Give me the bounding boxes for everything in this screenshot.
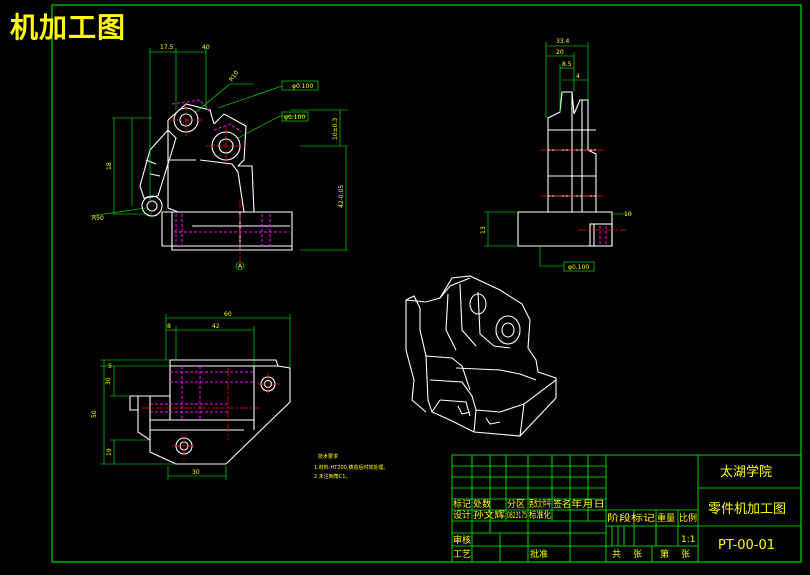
stage-header: 阶段标记 bbox=[607, 512, 655, 524]
designer-name: 孙文辉 bbox=[473, 509, 505, 521]
process-label: 工艺 bbox=[453, 549, 471, 560]
student-id: 0823175 bbox=[507, 511, 527, 521]
drawing-name: 零件机加工图 bbox=[708, 502, 786, 517]
sheet-border bbox=[51, 4, 802, 563]
dim-top-5: 50 bbox=[91, 410, 98, 418]
dim-front-4: φ0.100 bbox=[284, 114, 305, 121]
notes-line-2: 2.未注倒角C1。 bbox=[314, 473, 350, 480]
dim-top-3: 5 bbox=[108, 363, 112, 370]
sheet-total: 共张 bbox=[612, 549, 642, 560]
front-view: 17.5 40 R10 φ0.100 φ0.100 R50 18 10±0.3 … bbox=[89, 44, 348, 271]
front-view-centerlines bbox=[170, 104, 246, 262]
dim-front-7: 10±0.3 bbox=[332, 118, 339, 140]
dim-side-3: 4 bbox=[576, 73, 580, 80]
rev-header-5: 年月日 bbox=[571, 498, 605, 510]
rev-header-3: 更改文件号 bbox=[529, 498, 551, 510]
rev-header-4: 签名 bbox=[553, 498, 571, 510]
side-view: 33.4 20 8.5 4 10 φ0.100 13 bbox=[480, 38, 632, 272]
dim-side-4: 10 bbox=[624, 211, 632, 218]
dim-front-8: 42-0.05 bbox=[338, 185, 345, 208]
rev-header-0: 标记 bbox=[453, 498, 471, 510]
page-title: 机加工图 bbox=[10, 11, 127, 44]
ratio-header: 比例 bbox=[679, 512, 697, 524]
sheet-number: 第张 bbox=[660, 548, 690, 560]
dim-front-6: 18 bbox=[106, 162, 113, 170]
front-view-outline bbox=[139, 103, 293, 251]
side-view-hidden bbox=[599, 226, 607, 244]
dim-side-5: φ0.100 bbox=[568, 264, 589, 271]
technical-notes: 技术要求 1.材料:HT200,铸造后时效处理。 2.未注倒角C1。 bbox=[314, 453, 388, 480]
rev-header-2: 分区 bbox=[507, 499, 525, 510]
dim-front-3: φ0.100 bbox=[292, 83, 313, 90]
school-name: 太湖学院 bbox=[720, 464, 772, 480]
approve-label: 批准 bbox=[530, 548, 548, 560]
dim-front-2: R10 bbox=[228, 69, 241, 83]
dim-side-6: 13 bbox=[480, 226, 487, 234]
side-perp-frame bbox=[563, 261, 595, 272]
dim-side-2: 8.5 bbox=[562, 61, 572, 68]
notes-line-1: 1.材料:HT200,铸造后时效处理。 bbox=[314, 464, 388, 471]
dim-top-1: 8 bbox=[167, 323, 171, 330]
dim-top-6: 19 bbox=[106, 448, 113, 456]
review-label: 审核 bbox=[453, 534, 471, 546]
drawing-number: PT-00-01 bbox=[718, 538, 775, 553]
dim-top-2: 42 bbox=[212, 323, 220, 330]
datum-a-label: A bbox=[238, 263, 243, 270]
title-block: 太湖学院 零件机加工图 PT-00-01 1:1 标记 处数 分区 更改文件号 … bbox=[451, 454, 802, 563]
design-label: 设计 bbox=[453, 509, 471, 521]
dim-front-1: 40 bbox=[202, 44, 210, 51]
top-view: 60 8 42 5 30 50 19 30 bbox=[91, 311, 291, 480]
standardization-label: 标准化 bbox=[529, 509, 551, 521]
top-view-centerlines bbox=[142, 368, 280, 460]
dim-side-1: 20 bbox=[556, 49, 564, 56]
top-view-hidden bbox=[150, 366, 254, 420]
front-view-hidden bbox=[171, 99, 290, 246]
dim-side-0: 33.4 bbox=[556, 38, 570, 45]
scale-value: 1:1 bbox=[681, 535, 695, 545]
dim-front-0: 17.5 bbox=[160, 44, 174, 51]
weight-header: 重量 bbox=[657, 512, 675, 524]
dim-top-7: 30 bbox=[192, 469, 200, 476]
side-view-dimensions bbox=[484, 42, 632, 267]
front-flatness-frame bbox=[281, 80, 319, 91]
dim-top-0: 60 bbox=[224, 311, 232, 318]
isometric-view bbox=[405, 275, 557, 437]
rev-header-1: 处数 bbox=[473, 498, 491, 510]
front-perp-frame bbox=[281, 111, 309, 122]
side-view-outline bbox=[517, 91, 613, 247]
dim-front-5: R50 bbox=[92, 215, 104, 222]
dim-top-4: 30 bbox=[105, 377, 112, 385]
front-view-dimensions bbox=[89, 48, 348, 271]
side-view-centerlines bbox=[540, 149, 626, 231]
notes-heading: 技术要求 bbox=[318, 453, 338, 460]
title-block-grid bbox=[451, 454, 802, 563]
top-view-dimensions bbox=[100, 314, 291, 480]
